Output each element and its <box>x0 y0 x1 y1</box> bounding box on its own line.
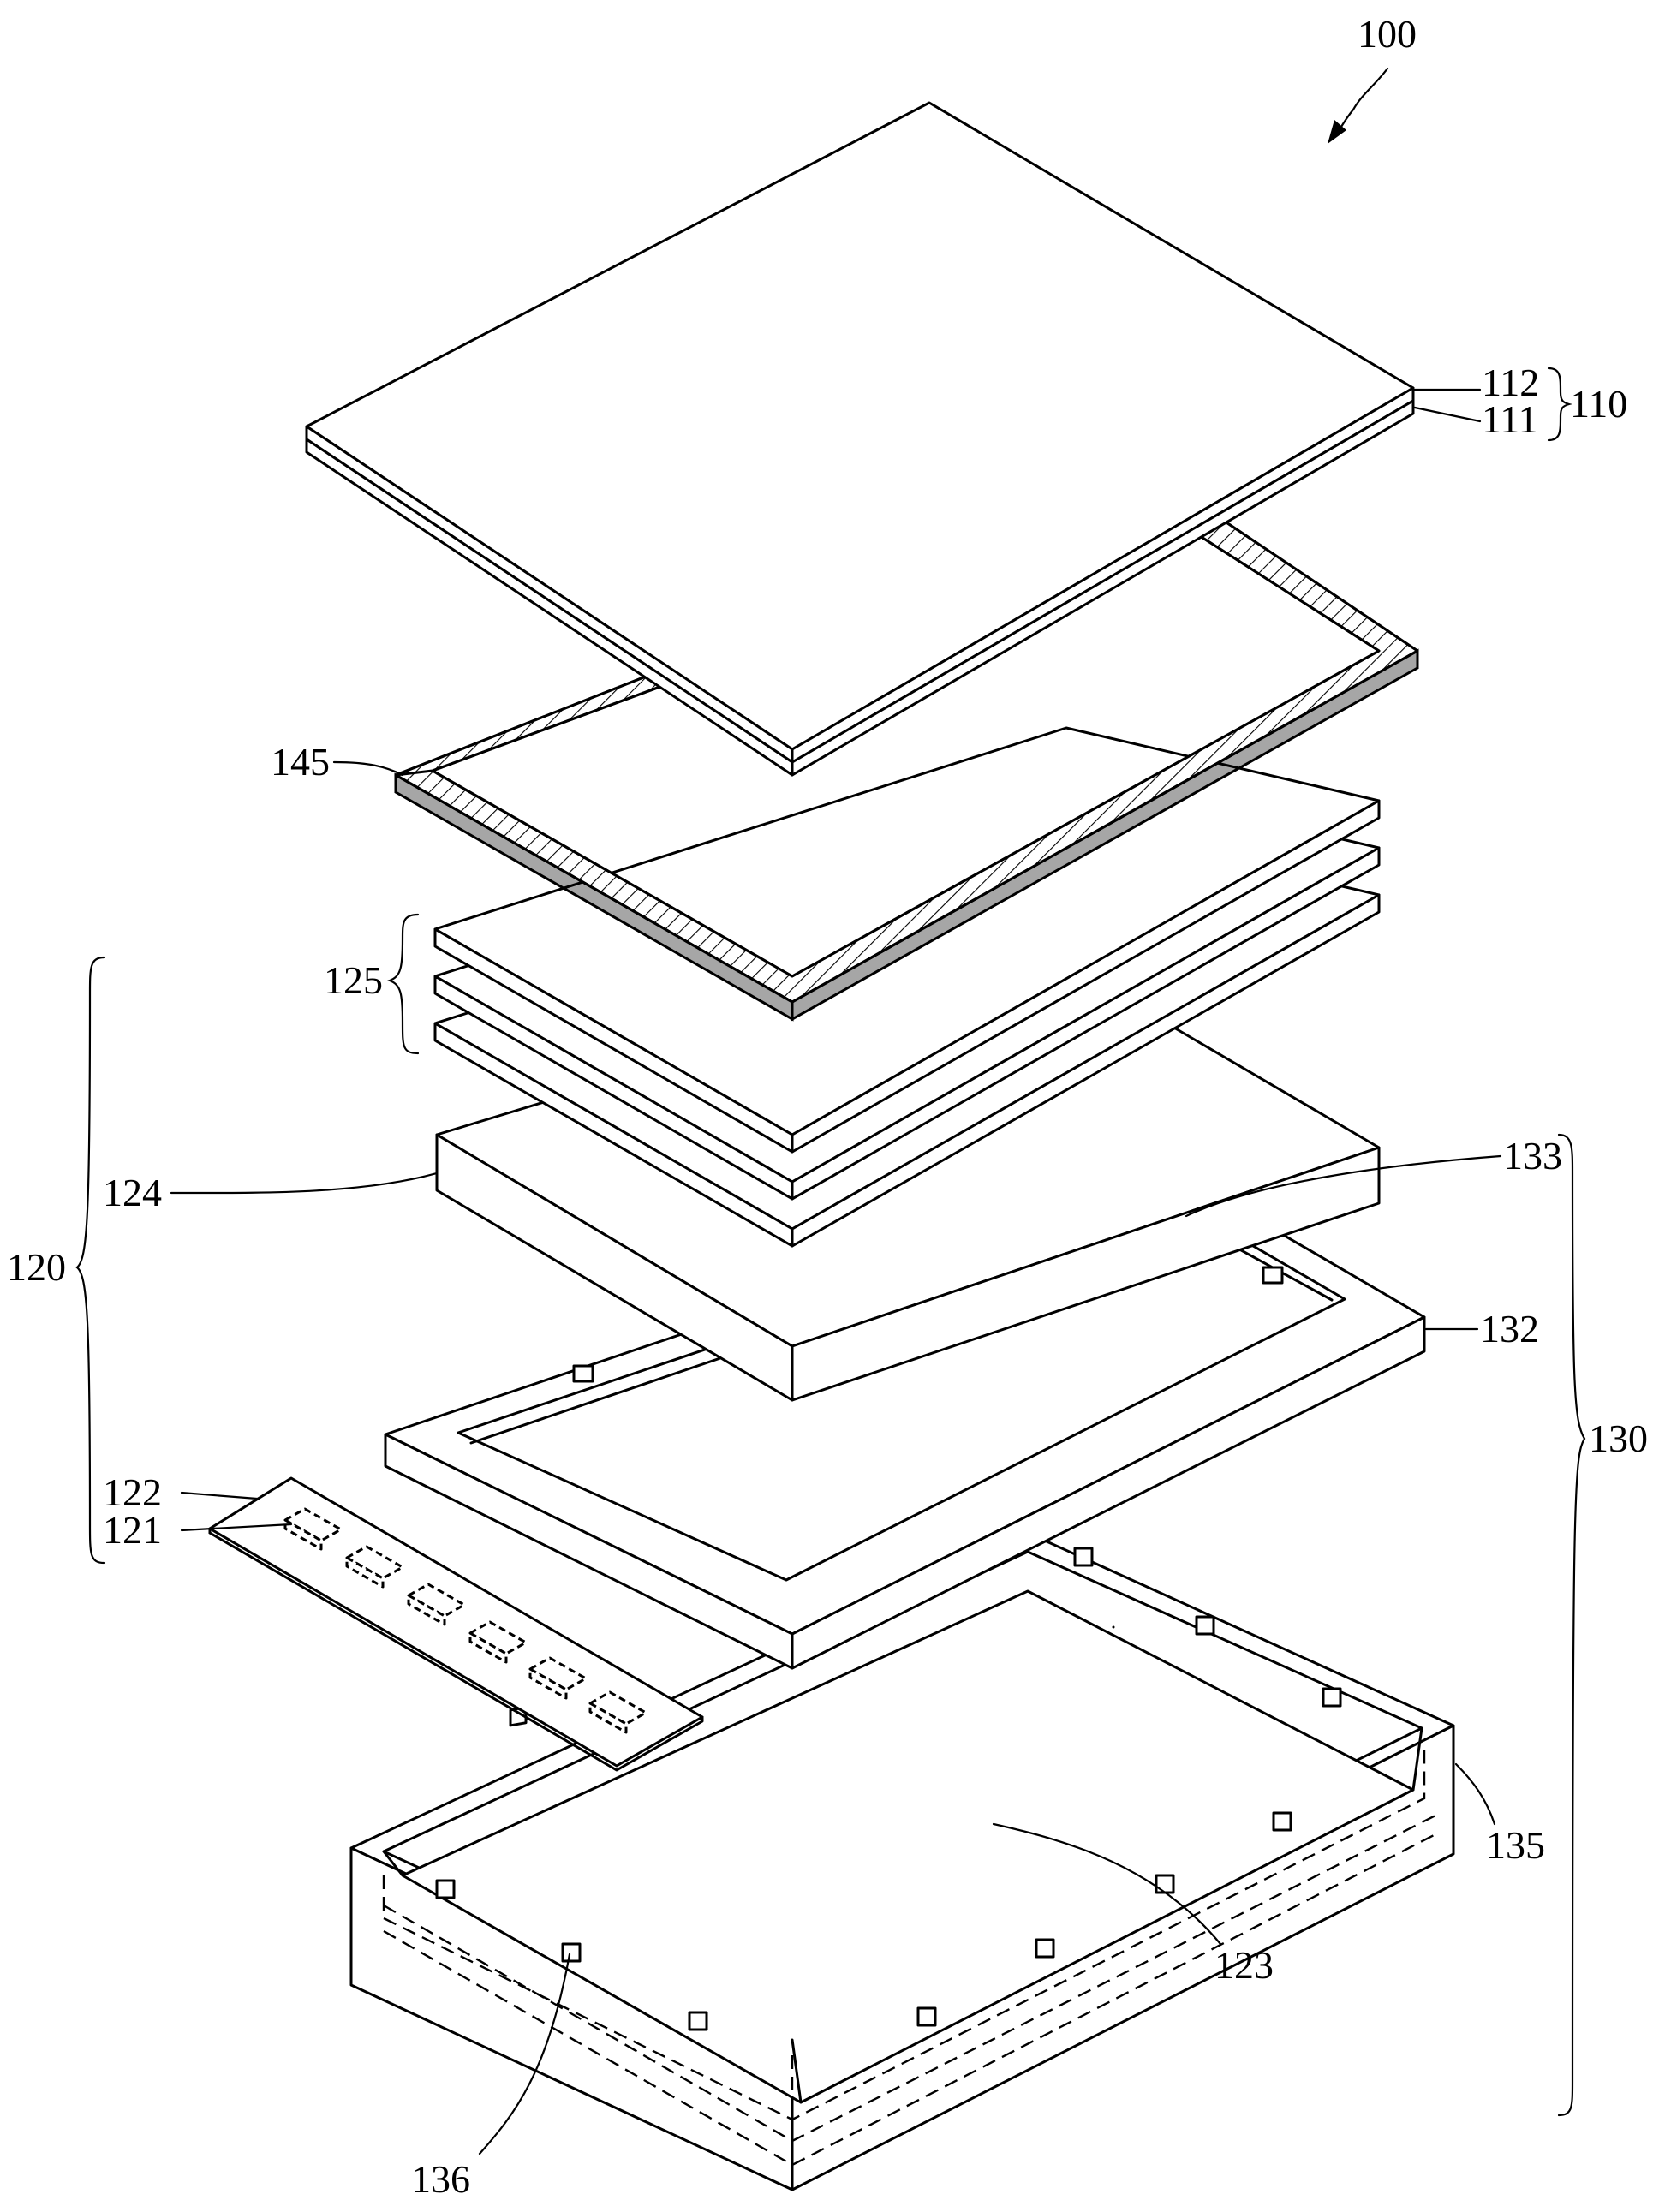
label-backlight-unit: 120 <box>7 1245 66 1289</box>
label-frame-holes: 133 <box>1503 1134 1562 1178</box>
label-display-panel: 110 <box>1570 382 1627 426</box>
label-light-guide-plate: 124 <box>103 1171 162 1214</box>
label-optical-sheets: 125 <box>324 958 383 1002</box>
label-lower-substrate: 111 <box>1482 397 1538 441</box>
label-middle-frame: 132 <box>1480 1307 1539 1350</box>
label-reflector: 123 <box>1214 1943 1274 1987</box>
label-adhesive-frame: 145 <box>271 740 330 784</box>
label-light-sources: 121 <box>103 1508 162 1552</box>
label-assembly: 100 <box>1358 12 1417 56</box>
label-frame-unit: 130 <box>1589 1416 1648 1460</box>
display-panel <box>307 103 1413 775</box>
label-chassis-holes: 136 <box>411 2157 470 2201</box>
label-bottom-chassis: 135 <box>1486 1823 1545 1867</box>
